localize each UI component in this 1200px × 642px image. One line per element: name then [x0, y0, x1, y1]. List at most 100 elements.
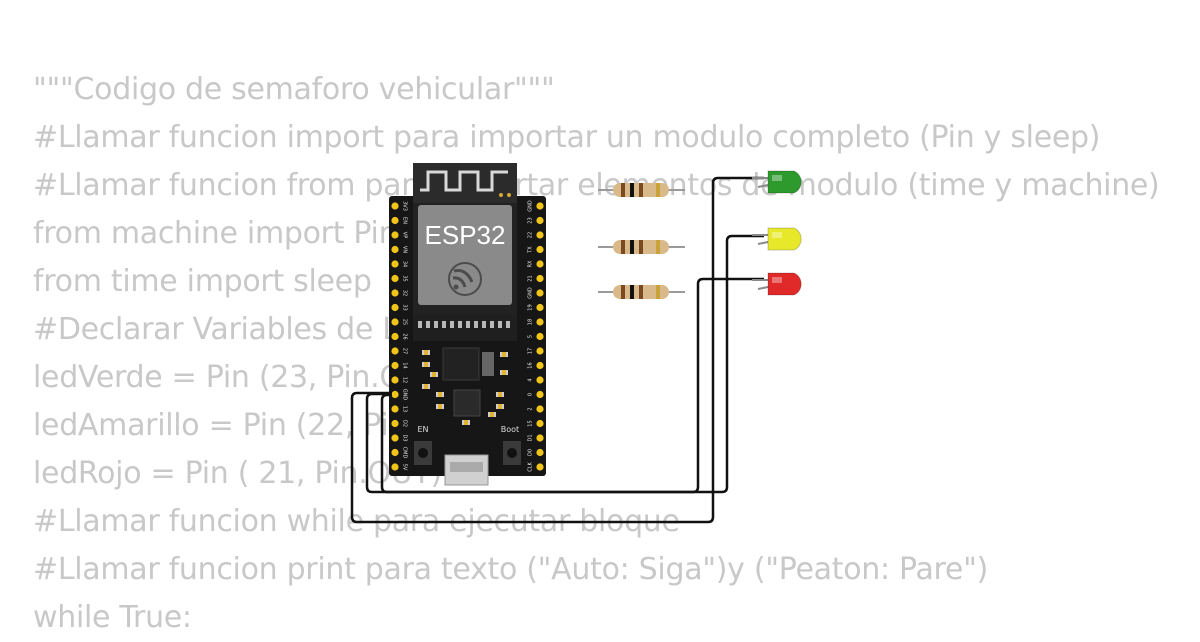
pin-pad[interactable]: [391, 231, 399, 239]
boot-button-label: Boot: [501, 425, 519, 434]
pin-pad[interactable]: [536, 347, 544, 355]
pin-pad[interactable]: [391, 434, 399, 442]
pin-pad[interactable]: [536, 376, 544, 384]
code-line: #Llamar funcion print para texto ("Auto:…: [33, 552, 988, 587]
pin-label: 17: [528, 348, 534, 354]
pin-label: 34: [402, 261, 408, 267]
pin-label: 0: [528, 393, 534, 396]
code-line: #Llamar funcion import para importar un …: [33, 120, 1101, 155]
pin-pad[interactable]: [391, 419, 399, 428]
pin-label: EN: [402, 217, 408, 224]
pin-pad[interactable]: [391, 216, 399, 225]
pin-label: 5: [528, 335, 534, 338]
pin-pad[interactable]: [391, 318, 399, 326]
left-pin-header[interactable]: 3V3ENVPVN343532332526271412GND13D2D3CMD5…: [391, 201, 408, 471]
wires[interactable]: [350, 176, 764, 524]
pin-label: TX: [528, 246, 534, 254]
pin-label: VP: [402, 232, 408, 238]
pin-pad[interactable]: [536, 361, 544, 370]
pin-label: 3V3: [402, 201, 408, 211]
pin-pad[interactable]: [536, 448, 544, 457]
pin-label: 26: [402, 333, 408, 339]
pin-pad[interactable]: [536, 216, 544, 225]
pin-pad[interactable]: [536, 303, 544, 312]
pin-label: RX: [528, 260, 534, 267]
pin-label: 32: [402, 290, 408, 296]
pin-pad[interactable]: [391, 303, 399, 312]
pin-label: 25: [402, 319, 408, 325]
resistor-1[interactable]: [598, 183, 685, 197]
pin-label: 14: [402, 362, 408, 368]
pin-label: GND: [402, 389, 408, 401]
pin-label: GND: [528, 200, 534, 212]
pin-label: D2: [402, 420, 408, 427]
code-line: from time import sleep: [33, 264, 372, 299]
pin-pad[interactable]: [536, 390, 544, 399]
wire-green: [350, 176, 764, 524]
pin-pad[interactable]: [391, 361, 399, 370]
pin-label: 13: [402, 406, 408, 412]
code-line: """Codigo de semaforo vehicular""": [33, 72, 555, 107]
pin-pad[interactable]: [536, 463, 544, 471]
en-button-label: EN: [417, 425, 428, 434]
pin-label: 21: [528, 275, 534, 281]
pin-label: 33: [402, 304, 408, 310]
esp32-label: ESP32: [425, 220, 506, 250]
pin-pad[interactable]: [536, 419, 544, 428]
espressif-logo-icon: [448, 262, 482, 296]
pin-pad[interactable]: [391, 390, 399, 399]
pin-pad[interactable]: [391, 260, 399, 268]
pin-pad[interactable]: [536, 260, 544, 268]
esp32-board[interactable]: ESP32 EN Boot 3V3ENVPVN34353233252627141…: [389, 163, 546, 486]
pin-pad[interactable]: [536, 231, 544, 239]
code-text-background: """Codigo de semaforo vehicular""" #Llam…: [33, 66, 1173, 642]
pin-pad[interactable]: [391, 463, 399, 471]
pin-pad[interactable]: [391, 274, 399, 283]
pin-label: 19: [528, 304, 534, 310]
pin-pad[interactable]: [391, 332, 399, 341]
code-line: from machine import Pin: [33, 216, 398, 251]
pin-label: 4: [528, 378, 534, 381]
pin-pad[interactable]: [536, 245, 544, 254]
pin-label: 2: [528, 407, 534, 410]
pin-pad[interactable]: [536, 318, 544, 326]
pin-pad[interactable]: [391, 448, 399, 457]
pin-label: D0: [528, 449, 534, 456]
pin-pad[interactable]: [536, 405, 544, 413]
led-green[interactable]: [752, 170, 802, 194]
pin-pad[interactable]: [536, 289, 544, 297]
pin-label: 35: [402, 275, 408, 281]
pin-label: 23: [528, 217, 534, 223]
pin-pad[interactable]: [536, 332, 544, 341]
resistor-2[interactable]: [598, 240, 685, 254]
pin-pad[interactable]: [536, 202, 544, 210]
code-line: ledVerde = Pin (23, Pin.OUT): [33, 360, 454, 395]
code-line: #Llamar funcion from para importar eleme…: [33, 168, 1160, 203]
led-red[interactable]: [752, 272, 802, 296]
pin-pad[interactable]: [536, 434, 544, 442]
resistor-3[interactable]: [598, 285, 685, 299]
pin-label: CLK: [528, 462, 534, 472]
pin-label: CMD: [402, 447, 408, 459]
pin-label: VN: [402, 246, 408, 253]
pin-label: 5V: [402, 464, 408, 471]
pin-pad[interactable]: [391, 376, 399, 384]
pin-label: D3: [402, 434, 408, 441]
pin-label: 16: [528, 362, 534, 368]
pin-label: 15: [528, 420, 534, 426]
pin-pad[interactable]: [536, 274, 544, 283]
pin-pad[interactable]: [391, 245, 399, 254]
pin-pad[interactable]: [391, 347, 399, 355]
pin-label: 22: [528, 232, 534, 238]
led-yellow[interactable]: [752, 227, 802, 251]
pin-label: 18: [528, 319, 534, 325]
pin-pad[interactable]: [391, 289, 399, 297]
pin-label: D1: [528, 434, 534, 441]
wire-red: [380, 277, 764, 494]
pin-pad[interactable]: [391, 405, 399, 413]
code-line: ledRojo = Pin ( 21, Pin.OUT): [33, 456, 442, 491]
pin-pad[interactable]: [391, 202, 399, 210]
pin-label: 27: [402, 348, 408, 354]
